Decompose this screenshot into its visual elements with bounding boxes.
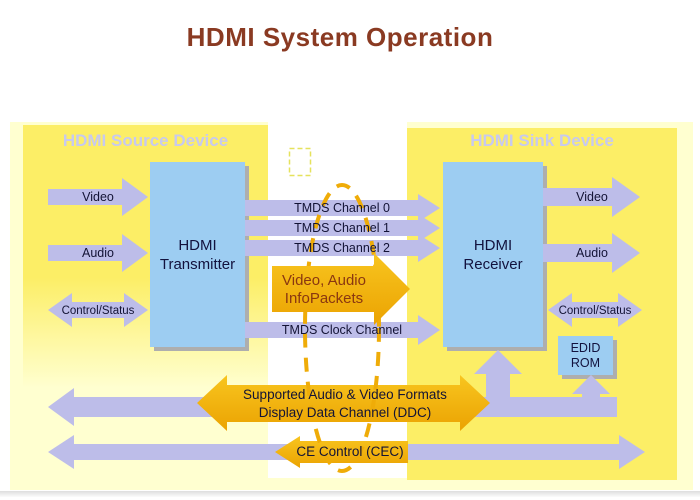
receiver-label-line2: Receiver — [463, 255, 523, 273]
ddc-edid-arrowhead — [572, 375, 610, 394]
connector-dashed-rect — [288, 147, 312, 177]
control-status-out-arrow — [548, 293, 642, 327]
infopackets-label-line2: InfoPackets — [284, 290, 364, 307]
tmds-channel-0-label: TMDS Channel 0 — [294, 201, 390, 215]
edid-label-line1: EDID — [570, 340, 601, 355]
tmds-channel-2-label: TMDS Channel 2 — [294, 241, 390, 255]
audio-in-arrow — [48, 234, 148, 272]
ddc-label-line1: Supported Audio & Video Formats — [243, 387, 447, 402]
control-status-in-label: Control/Status — [61, 305, 135, 317]
cec-label: CE Control (CEC) — [296, 444, 404, 459]
transmitter-label-line1: HDMI — [178, 236, 217, 254]
ddc-receiver-arrowhead — [474, 350, 522, 374]
video-out-label: Video — [576, 190, 608, 204]
control-status-in-arrow — [48, 293, 148, 327]
hdmi-transmitter-box: HDMI Transmitter — [150, 162, 245, 347]
video-in-arrow — [48, 178, 148, 216]
sink-panel-title: HDMI Sink Device — [470, 131, 614, 150]
edid-label-line2: ROM — [570, 355, 601, 370]
source-panel-title: HDMI Source Device — [62, 131, 229, 150]
tmds-channel-2-arrow — [245, 234, 440, 262]
audio-out-label: Audio — [576, 246, 608, 260]
hdmi-cable-ellipse — [303, 183, 381, 473]
tmds-channel-1-arrow — [245, 214, 440, 242]
slide-bottom-edge — [0, 491, 700, 497]
edid-rom-box: EDID ROM — [558, 336, 613, 375]
video-in-label: Video — [82, 190, 114, 204]
tmds-channel-0-arrow — [245, 194, 440, 222]
ddc-receiver-branch — [486, 372, 510, 398]
tmds-clock-arrow — [245, 315, 440, 345]
ddc-edid-branch — [582, 391, 600, 398]
tmds-channel-1-label: TMDS Channel 1 — [294, 221, 390, 235]
receiver-label-line1: HDMI — [473, 236, 513, 254]
hdmi-receiver-box: HDMI Receiver — [443, 162, 543, 347]
tmds-clock-label: TMDS Clock Channel — [281, 323, 403, 337]
page-title: HDMI System Operation — [186, 22, 494, 52]
video-out-arrow — [543, 177, 640, 217]
control-status-out-label: Control/Status — [558, 305, 632, 317]
infopackets-arrow — [272, 253, 410, 325]
cec-gold-arrow — [275, 436, 408, 468]
ddc-gold-arrow — [197, 375, 490, 431]
audio-in-label: Audio — [82, 246, 114, 260]
audio-out-arrow — [543, 233, 640, 273]
ddc-label-line2: Display Data Channel (DDC) — [258, 405, 432, 420]
infopackets-label-line1: Video, Audio — [282, 272, 366, 289]
transmitter-label-line2: Transmitter — [159, 255, 236, 273]
